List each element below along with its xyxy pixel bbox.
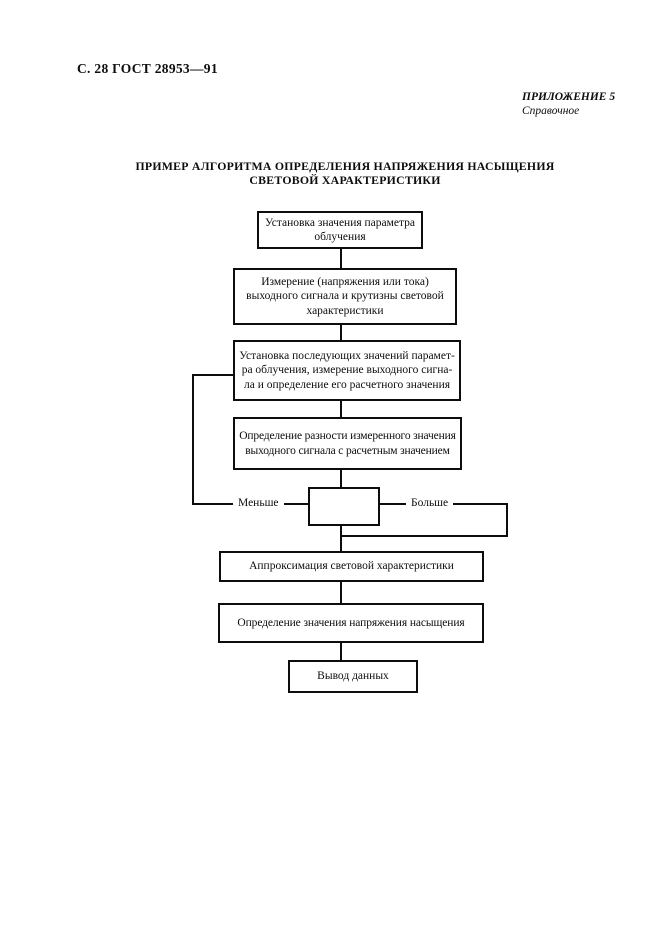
- flow-box-text-line: ра облучения, измерение выходного сигна-: [241, 364, 453, 377]
- flow-box-text-line: ла и определение его расчетного значения: [243, 378, 451, 391]
- connector-box1-box2: [340, 248, 342, 268]
- connector-box3-box4: [340, 401, 342, 417]
- loop-greater-vertical: [506, 503, 508, 537]
- flow-box-text-line: Установка значения параметра: [264, 216, 416, 229]
- connector-box4-decision: [340, 470, 342, 487]
- flow-box-text-line: характеристики: [306, 304, 384, 317]
- flow-box-approximate-light-characteristic: Аппроксимация световой характеристики: [219, 551, 484, 582]
- flow-box-determine-difference: Определение разности измеренного значени…: [233, 417, 462, 470]
- flow-decision-box-empty: [308, 487, 380, 526]
- branch-label-less: Меньше: [233, 496, 284, 511]
- flow-box-text-line: Определение значения напряжения насыщени…: [237, 616, 465, 629]
- page-header: С. 28 ГОСТ 28953—91: [77, 61, 218, 76]
- flow-box-text-line: Вывод данных: [317, 670, 389, 683]
- flow-box-text-line: выходного сигнала с расчетным значением: [245, 444, 450, 457]
- flow-box-text-line: Установка последующих значений парамет-: [239, 349, 455, 362]
- flow-box-text-line: Аппроксимация световой характеристики: [249, 560, 454, 573]
- flow-box-text-line: облучения: [314, 231, 366, 243]
- connector-box6-box7: [340, 643, 342, 660]
- loop-greater-horizontal-return: [340, 535, 508, 537]
- flow-box-text-line: Измерение (напряжения или тока): [261, 275, 429, 288]
- flow-box-determine-saturation-voltage: Определение значения напряжения насыщени…: [218, 603, 484, 643]
- connector-box5-box6: [340, 582, 342, 603]
- appendix-title: ПРИЛОЖЕНИЕ 5: [522, 91, 616, 103]
- loop-less-vertical: [192, 374, 194, 505]
- appendix-subtitle: Справочное: [522, 105, 580, 117]
- flow-box-text-line: выходного сигнала и крутизны световой: [246, 290, 444, 303]
- document-title: ПРИМЕР АЛГОРИТМА ОПРЕДЕЛЕНИЯ НАПРЯЖЕНИЯ …: [30, 159, 660, 187]
- flow-box-set-next-parameter-values: Установка последующих значений парамет- …: [233, 340, 461, 401]
- document-title-line1: ПРИМЕР АЛГОРИТМА ОПРЕДЕЛЕНИЯ НАПРЯЖЕНИЯ …: [135, 159, 555, 173]
- appendix-block: ПРИЛОЖЕНИЕ 5 Справочное: [522, 91, 615, 118]
- flow-box-set-irradiation-parameter: Установка значения параметра облучения: [257, 211, 423, 249]
- connector-decision-box5: [340, 526, 342, 551]
- branch-label-greater: Больше: [406, 496, 454, 511]
- flow-box-data-output: Вывод данных: [288, 660, 418, 693]
- flow-box-measure-output-signal: Измерение (напряжения или тока) выходног…: [233, 268, 457, 325]
- loop-less-horizontal-into-box3: [192, 374, 233, 376]
- document-title-line2: СВЕТОВОЙ ХАРАКТЕРИСТИКИ: [249, 172, 441, 187]
- flow-box-text-line: Определение разности измеренного значени…: [239, 430, 456, 442]
- connector-box2-box3: [340, 325, 342, 340]
